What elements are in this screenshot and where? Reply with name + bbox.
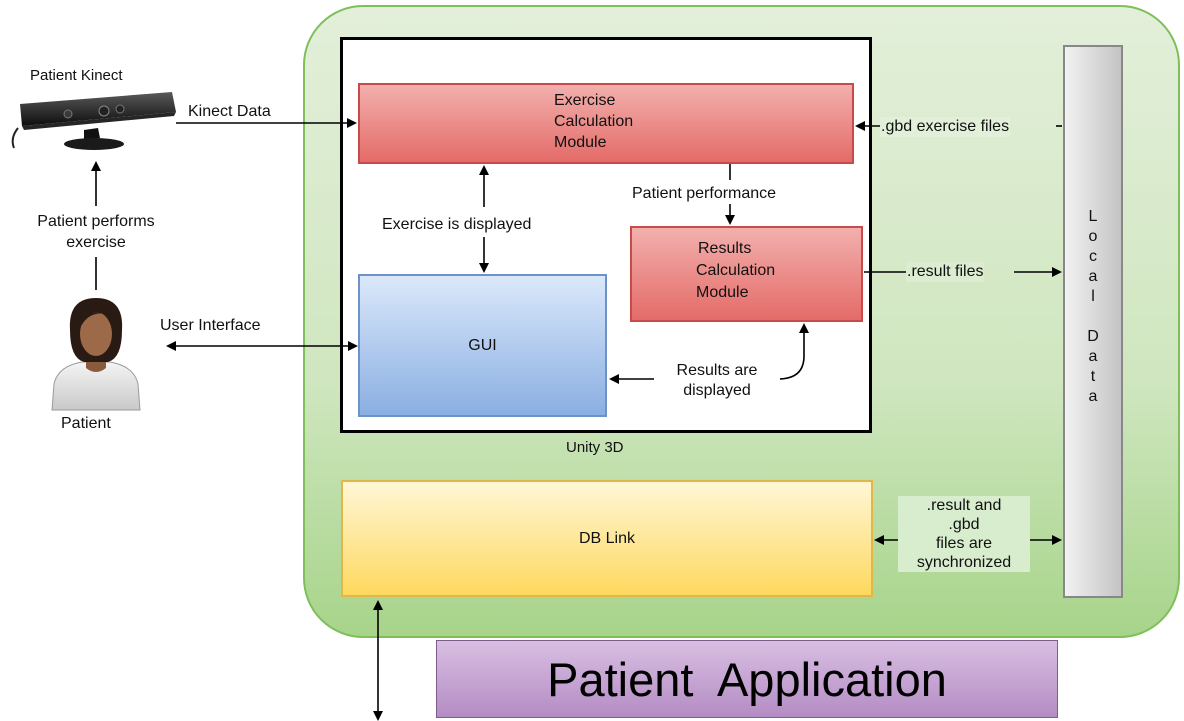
patient-label: Patient: [61, 415, 111, 432]
sync-line-1: .result and: [926, 497, 1002, 514]
local-data-letter: L: [1088, 208, 1098, 225]
sync-line-3: files are: [935, 535, 993, 552]
results-calculation-module: Results Calculation Module: [630, 226, 863, 322]
db-link-module: DB Link: [341, 480, 873, 597]
gui-label: GUI: [468, 336, 497, 354]
kinect-sensor-icon: [11, 92, 176, 150]
patient-performance-label: Patient performance: [632, 184, 777, 204]
exercise-displayed-label: Exercise is displayed: [382, 215, 532, 235]
sync-label: .result and .gbd files are synchronized: [898, 496, 1030, 572]
patient-avatar-icon: [51, 298, 141, 411]
local-data-letter: a: [1088, 348, 1098, 365]
results-displayed-line-1: Results are: [676, 362, 758, 379]
patient-performs-label: Patient performs exercise: [8, 211, 184, 253]
banner-title: Patient Application: [547, 652, 947, 706]
sync-line-4: synchronized: [916, 554, 1012, 571]
results-module-line-1: Results: [698, 240, 752, 257]
results-module-line-3: Module: [696, 284, 749, 301]
local-data-letter: a: [1088, 388, 1098, 405]
patient-kinect-label: Patient Kinect: [30, 67, 123, 84]
local-data-letter: c: [1089, 248, 1097, 265]
results-module-line-2: Calculation: [696, 262, 776, 279]
unity-label: Unity 3D: [566, 439, 624, 456]
exercise-module-line-2: Calculation: [554, 113, 634, 130]
user-interface-label: User Interface: [160, 317, 261, 334]
exercise-module-line-3: Module: [554, 134, 607, 151]
db-link-label: DB Link: [578, 529, 636, 547]
results-displayed-arrow-right: [777, 323, 809, 380]
gui-module: GUI: [358, 274, 607, 417]
gbd-files-label: .gbd exercise files: [880, 117, 1011, 137]
sync-line-2: .gbd: [948, 516, 980, 533]
local-data-letter: l: [1091, 288, 1095, 305]
exercise-calculation-module: Exercise Calculation Module: [358, 83, 854, 164]
kinect-data-label: Kinect Data: [188, 103, 271, 120]
exercise-module-line-1: Exercise: [554, 92, 616, 109]
local-data-letter: t: [1090, 368, 1096, 385]
patient-application-banner: Patient Application: [436, 640, 1058, 718]
local-data-letter: o: [1088, 228, 1098, 245]
results-displayed-label: Results are displayed: [654, 361, 780, 401]
local-data-letter: D: [1087, 328, 1099, 345]
patient-performs-line-1: Patient performs: [37, 213, 155, 230]
local-data-letter: a: [1088, 268, 1098, 285]
results-displayed-line-2: displayed: [683, 382, 751, 399]
patient-performs-line-2: exercise: [66, 234, 126, 251]
result-files-label: .result files: [906, 262, 985, 282]
